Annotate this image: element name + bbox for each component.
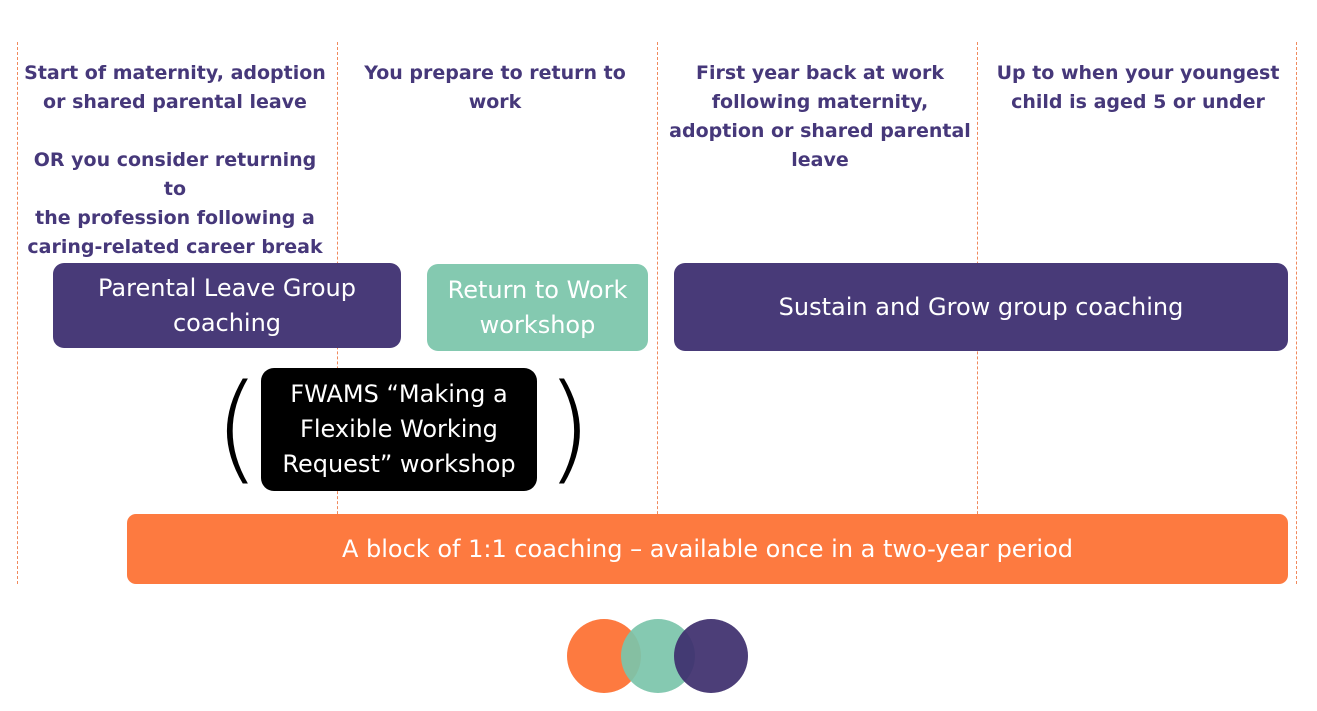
column-heading-text: You prepare to return to work — [364, 62, 626, 113]
logo-purple-circle — [674, 619, 748, 693]
fwams-workshop-box: FWAMS “Making a Flexible Working Request… — [261, 368, 537, 491]
column-heading-prepare-return: You prepare to return to work — [340, 30, 650, 117]
return-to-work-workshop-box: Return to Work workshop — [427, 264, 648, 351]
parental-leave-group-coaching-box: Parental Leave Group coaching — [53, 263, 401, 348]
box-label: A block of 1:1 coaching – available once… — [341, 534, 1074, 563]
column-heading-youngest-child: Up to when your youngest child is aged 5… — [980, 30, 1296, 117]
column-divider — [1296, 42, 1297, 584]
column-heading-first-year-back: First year back at work following matern… — [662, 30, 978, 175]
sustain-and-grow-box: Sustain and Grow group coaching — [674, 263, 1288, 351]
right-parenthesis: ) — [546, 358, 593, 496]
box-label: Parental Leave Group coaching — [98, 273, 356, 337]
box-label: FWAMS “Making a Flexible Working Request… — [282, 380, 516, 478]
column-heading-alt-text: OR you consider returning to the profess… — [27, 149, 323, 258]
column-heading-text: Start of maternity, adoption or shared p… — [24, 62, 326, 113]
box-label: Sustain and Grow group coaching — [778, 292, 1184, 321]
column-heading-text: First year back at work following matern… — [669, 62, 971, 171]
box-label: Return to Work workshop — [447, 275, 628, 339]
column-heading-text: Up to when your youngest child is aged 5… — [996, 62, 1280, 113]
left-parenthesis: ( — [214, 358, 261, 496]
column-divider — [17, 42, 18, 584]
one-to-one-coaching-box: A block of 1:1 coaching – available once… — [127, 514, 1288, 584]
column-heading-start-of-leave: Start of maternity, adoption or shared p… — [20, 30, 330, 291]
column-divider — [657, 42, 658, 584]
